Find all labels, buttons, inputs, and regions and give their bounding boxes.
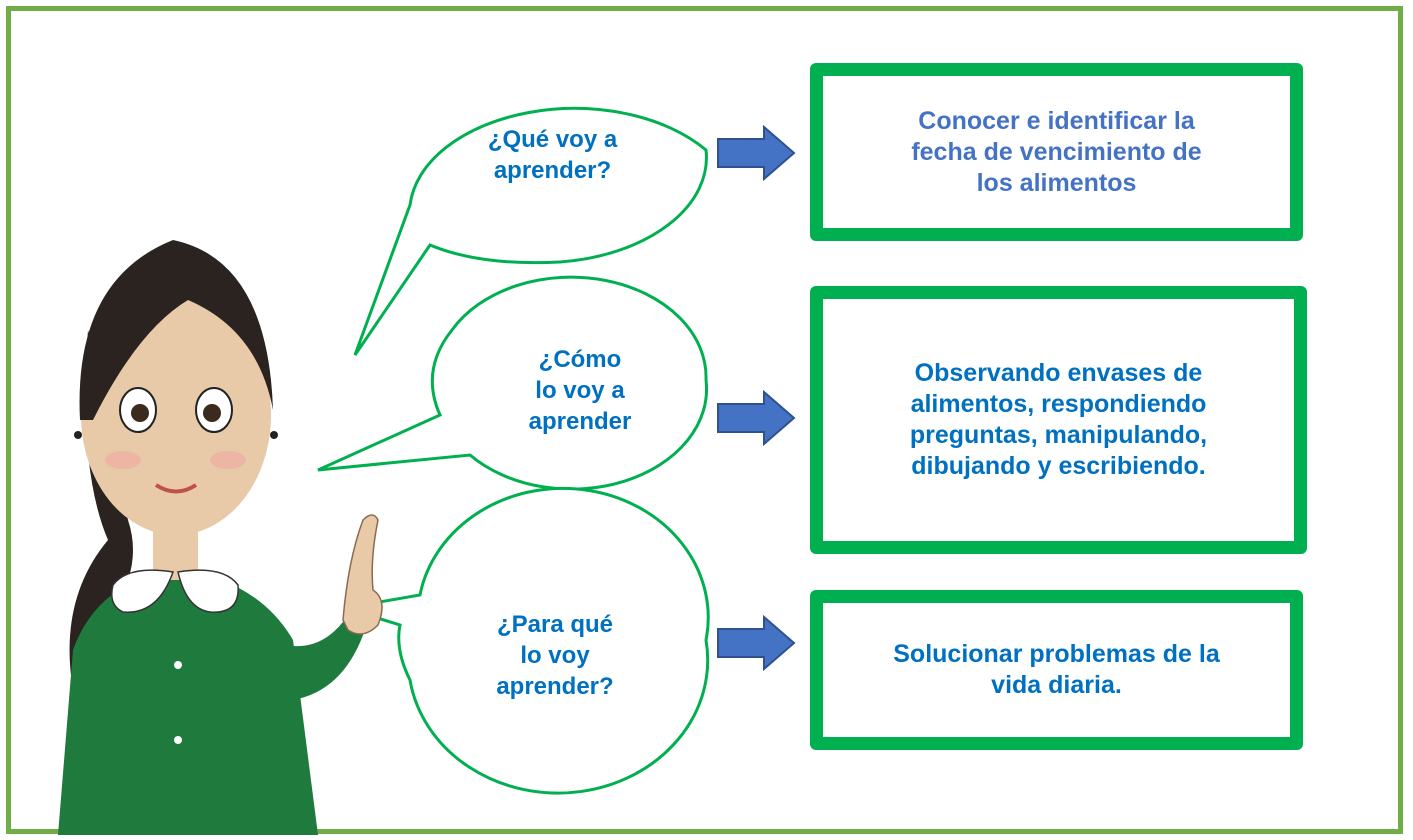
teacher-illustration (58, 240, 383, 835)
answer-2-text: Observando envases de alimentos, respond… (909, 359, 1208, 480)
speech-bubble-2 (317, 275, 709, 491)
right-arrow-icon (717, 125, 796, 181)
page-frame (6, 6, 1403, 834)
speech-bubble-3 (344, 486, 710, 795)
question-3-text: ¿Para qué lo voy aprender? (496, 610, 614, 700)
answer-box-2: Observando envases de alimentos, respond… (810, 286, 1307, 554)
question-2-text: ¿Cómo lo voy a aprender (528, 345, 632, 435)
right-arrow-icon (717, 390, 796, 446)
right-arrow-icon (717, 615, 796, 671)
speech-bubble-1 (353, 106, 708, 356)
answer-1-text: Conocer e identificar la fecha de vencim… (911, 106, 1202, 197)
answer-3-text: Solucionar problemas de la vida diaria. (893, 640, 1220, 699)
question-1-text: ¿Qué voy a aprender? (487, 126, 618, 184)
answer-box-3: Solucionar problemas de la vida diaria. (810, 590, 1303, 750)
answer-box-1: Conocer e identificar la fecha de vencim… (810, 63, 1303, 241)
